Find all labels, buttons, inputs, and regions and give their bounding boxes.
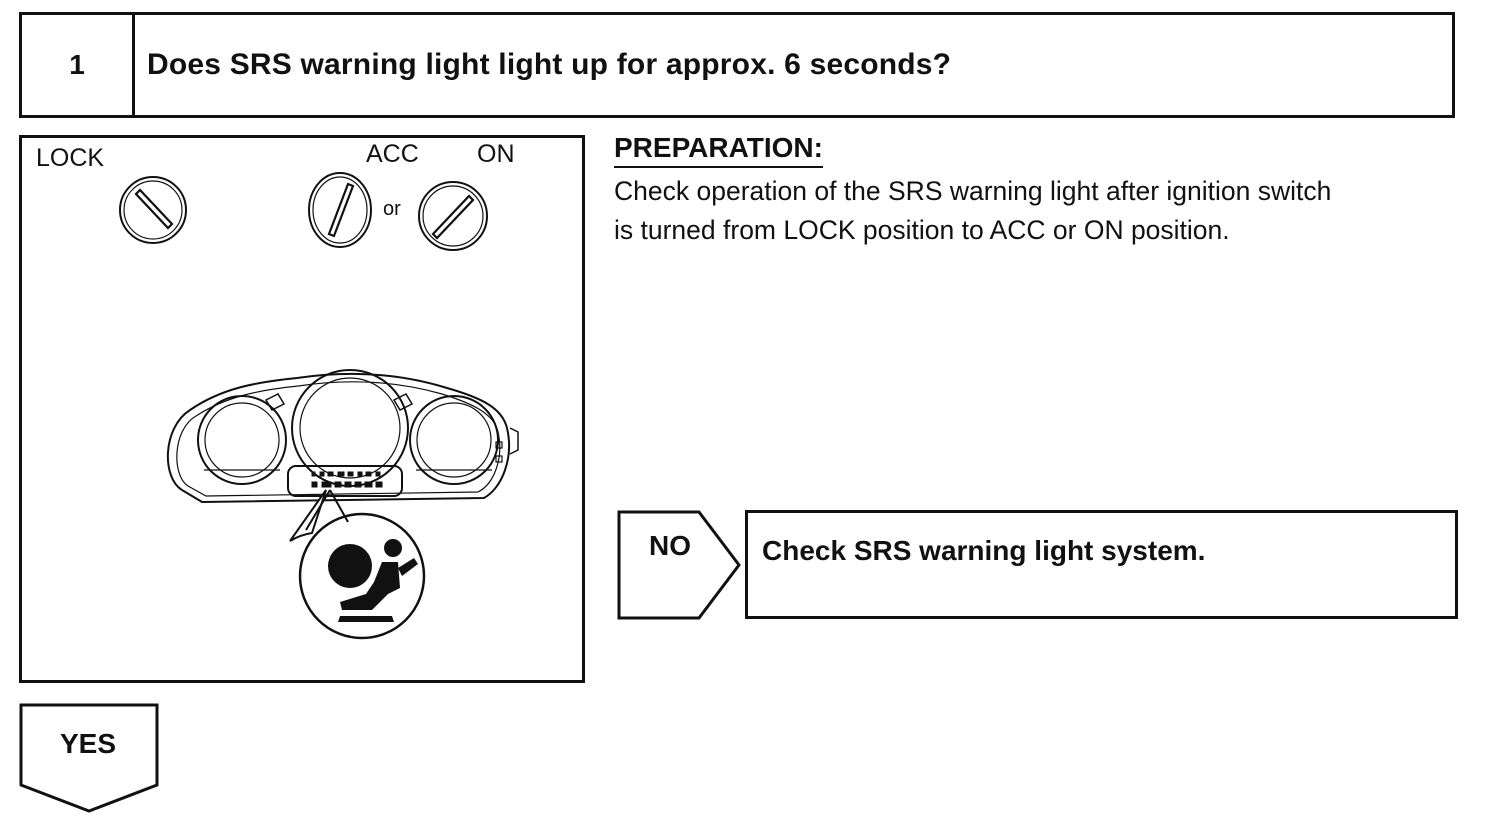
no-action-text: Check SRS warning light system. [762, 535, 1206, 566]
ignition-key-acc-icon [308, 172, 372, 248]
step-question: Does SRS warning light light up for appr… [147, 48, 952, 81]
preparation-text: Check operation of the SRS warning light… [614, 172, 1474, 250]
no-label: NO [649, 530, 691, 561]
instrument-cluster-icon [166, 369, 519, 504]
no-arrow-box [617, 510, 741, 620]
step-number: 1 [22, 15, 135, 115]
srs-airbag-warning-icon [289, 489, 426, 640]
on-label: ON [477, 140, 515, 168]
lock-label: LOCK [36, 144, 105, 172]
preparation-line-1: Check operation of the SRS warning light… [614, 176, 1332, 206]
yes-label: YES [59, 728, 117, 759]
ignition-key-on-icon [418, 181, 488, 251]
no-action-box: Check SRS warning light system. [745, 510, 1458, 619]
ignition-key-lock-icon [119, 176, 187, 244]
acc-label: ACC [366, 140, 419, 168]
illustration-panel: LOCK ACC ON or [19, 135, 585, 683]
yes-arrow-box [19, 703, 159, 813]
preparation-heading: PREPARATION: [614, 132, 823, 168]
or-label: or [383, 198, 401, 220]
step-header: 1 Does SRS warning light light up for ap… [19, 12, 1455, 118]
preparation-line-2: is turned from LOCK position to ACC or O… [614, 215, 1230, 245]
